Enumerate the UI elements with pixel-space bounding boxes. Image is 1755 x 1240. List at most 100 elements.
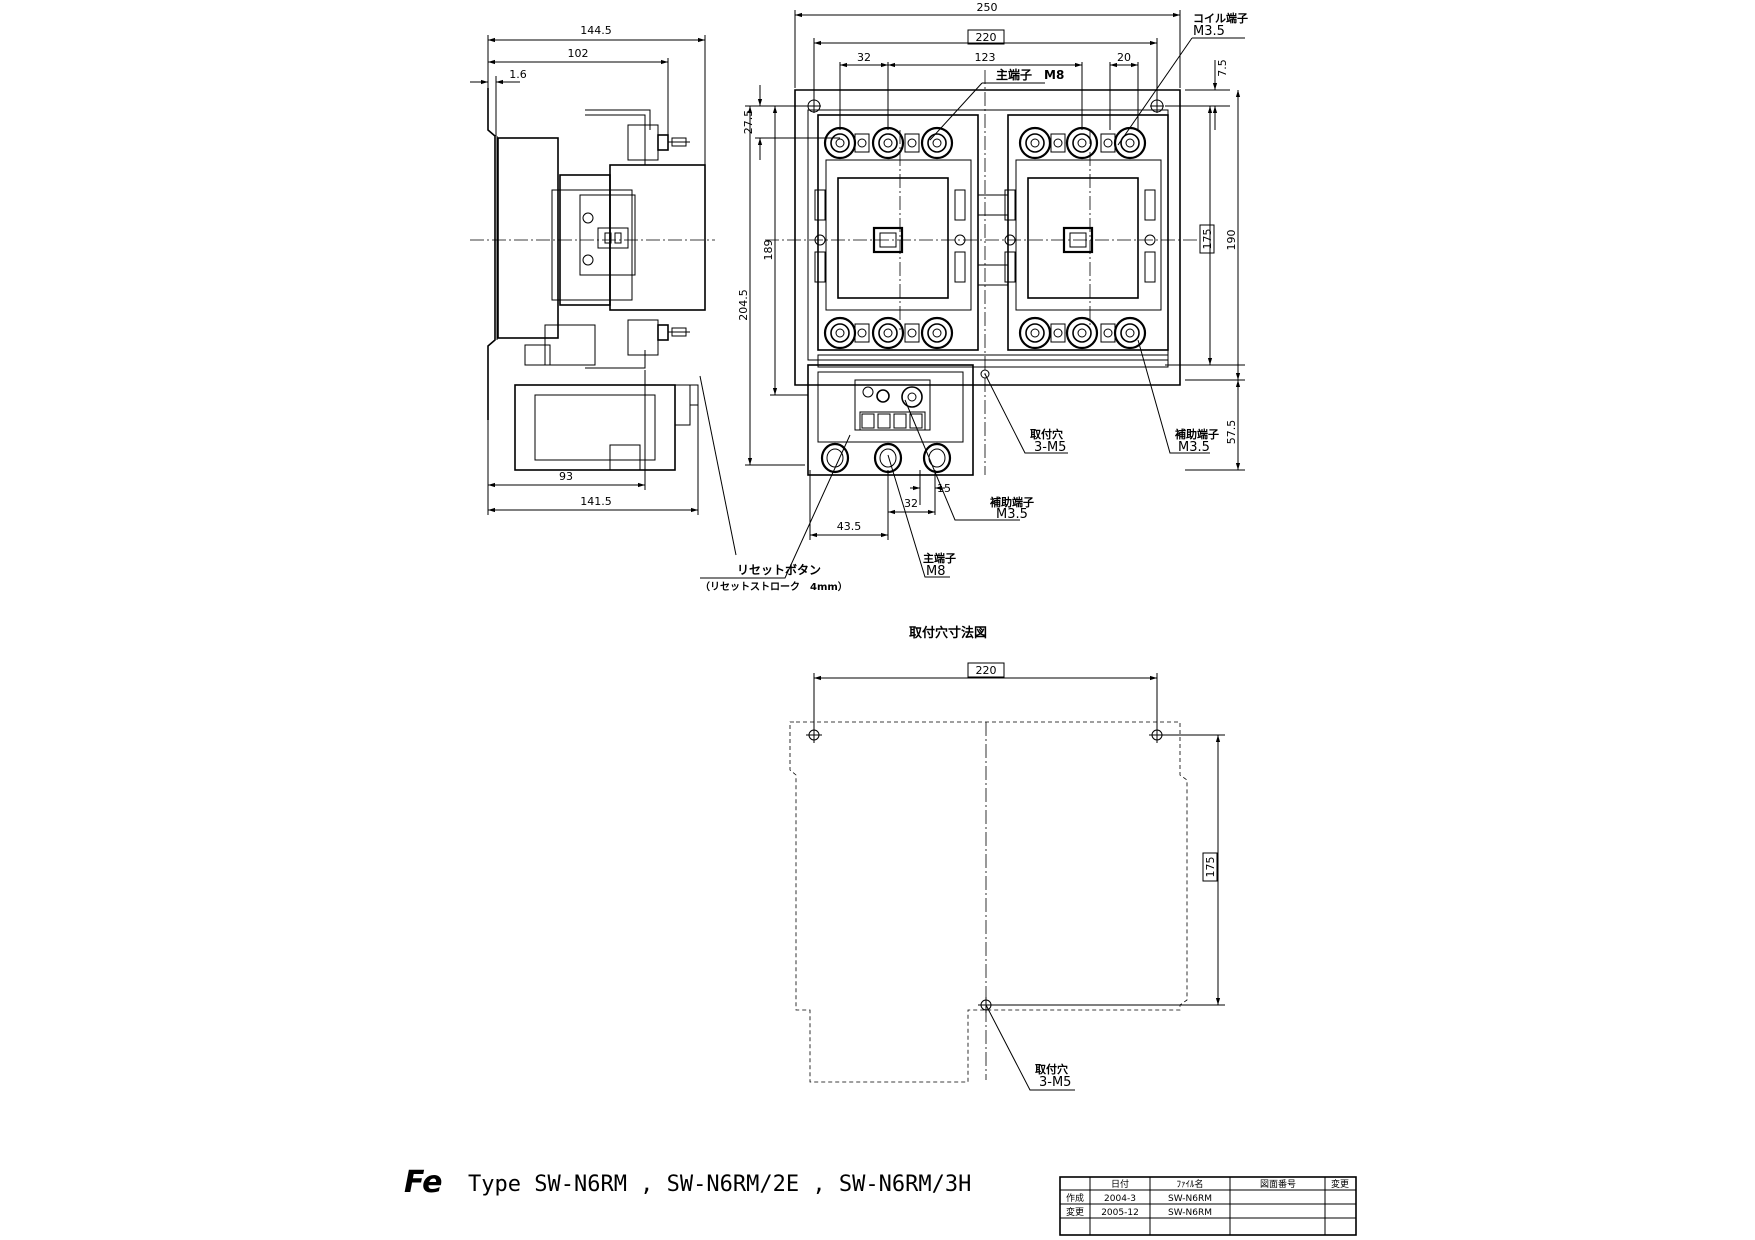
main-terminal-screw bbox=[1113, 316, 1147, 350]
mount-hole-label: 取付穴 bbox=[1035, 1062, 1068, 1076]
aux-terminal-screw bbox=[907, 138, 917, 148]
front-view bbox=[765, 70, 1200, 476]
relay-output-terminal bbox=[873, 442, 903, 474]
dim-204-5: 204.5 bbox=[737, 289, 750, 321]
dim-20: 20 bbox=[1117, 51, 1131, 64]
main-terminals bbox=[820, 126, 1147, 474]
main-terminal-screw bbox=[1065, 126, 1099, 160]
reset-button-label: リセットボタン bbox=[737, 562, 821, 577]
dim-250: 250 bbox=[977, 1, 998, 14]
reset-stroke-label: （リセットストローク 4mm） bbox=[700, 580, 848, 593]
main-terminal-screw-center bbox=[1030, 138, 1040, 148]
main-terminal-screw-inner bbox=[927, 323, 947, 343]
main-terminal-screw-inner bbox=[927, 133, 947, 153]
main-terminal-label-top: 主端子 M8 bbox=[996, 67, 1064, 82]
dim-57-5: 57.5 bbox=[1225, 420, 1238, 445]
dim-32-bottom: 32 bbox=[904, 497, 918, 510]
dim-220: 220 bbox=[976, 31, 997, 44]
side-view-dimensions: 144.5 102 1.6 93 141.5 bbox=[509, 24, 612, 508]
mounting-view-labels: 取付穴 3-M5 bbox=[1035, 1062, 1071, 1090]
mounting-hole-label: 取付穴 bbox=[1030, 427, 1063, 441]
main-terminal-screw-center bbox=[1077, 328, 1087, 338]
title-block-header: 図面番号 bbox=[1260, 1178, 1296, 1190]
main-terminal-screw bbox=[823, 316, 857, 350]
mounting-hole-size: 3-M5 bbox=[1034, 440, 1066, 455]
main-terminal-screw-center bbox=[932, 138, 942, 148]
coil-terminal-label: コイル端子 bbox=[1193, 11, 1248, 25]
main-terminal-screw-inner bbox=[1072, 323, 1092, 343]
main-terminal-screw bbox=[871, 126, 905, 160]
main-terminal-screw-inner bbox=[1025, 133, 1045, 153]
title-block bbox=[1059, 1176, 1357, 1236]
mounting-view-title: 取付穴寸法図 bbox=[909, 625, 987, 641]
main-terminal-screw bbox=[823, 126, 857, 160]
relay-aux-terminal bbox=[877, 413, 891, 429]
aux-terminal bbox=[854, 323, 870, 343]
main-terminal-screw-center bbox=[835, 328, 845, 338]
main-terminal-screw-center bbox=[932, 328, 942, 338]
aux-terminal-size-bottom: M3.5 bbox=[996, 507, 1028, 522]
title-block-header: ﾌｧｲﾙ名 bbox=[1176, 1178, 1203, 1190]
side-view bbox=[470, 35, 715, 515]
front-view-labels: コイル端子 M3.5 主端子 M8 取付穴 3-M5 補助端子 M3.5 補助端… bbox=[700, 11, 1248, 593]
footer: Fe Type SW-N6RM , SW-N6RM/2E , SW-N6RM/3… bbox=[404, 1165, 971, 1200]
title-block-cell: SW-N6RM bbox=[1168, 1208, 1212, 1218]
title-block-header: 日付 bbox=[1111, 1179, 1129, 1190]
relay-output-terminal-inner bbox=[879, 448, 897, 468]
main-terminal-screw-inner bbox=[830, 323, 850, 343]
aux-terminal bbox=[1050, 323, 1066, 343]
title-block-cell: 2004-3 bbox=[1104, 1194, 1136, 1204]
main-terminal-screw bbox=[1065, 316, 1099, 350]
dim-123: 123 bbox=[975, 51, 996, 64]
main-terminal-screw-inner bbox=[830, 133, 850, 153]
aux-terminal-label-right: 補助端子 bbox=[1174, 427, 1219, 441]
main-terminal-screw-inner bbox=[1025, 323, 1045, 343]
main-terminal-screw-inner bbox=[1120, 133, 1140, 153]
main-terminal-screw-center bbox=[1125, 328, 1135, 338]
dim-93: 93 bbox=[559, 470, 573, 483]
dim-189: 189 bbox=[762, 240, 775, 261]
aux-terminal-screw bbox=[1053, 328, 1063, 338]
dim-15: 15 bbox=[937, 482, 951, 495]
mount-hole-size: 3-M5 bbox=[1039, 1075, 1071, 1090]
dim-27-5: 27.5 bbox=[742, 110, 755, 135]
main-terminal-screw-inner bbox=[1072, 133, 1092, 153]
relay-output-terminal-inner bbox=[826, 448, 844, 468]
aux-terminal-screw bbox=[857, 328, 867, 338]
relay-output-terminal bbox=[922, 442, 952, 474]
main-terminal-screw-inner bbox=[878, 323, 898, 343]
title-block-cell: 2005-12 bbox=[1101, 1208, 1139, 1218]
dim-32: 32 bbox=[857, 51, 871, 64]
dim-1-6: 1.6 bbox=[509, 68, 527, 81]
main-terminal-screw-center bbox=[1030, 328, 1040, 338]
main-terminal-screw-center bbox=[883, 328, 893, 338]
mounting-view: 取付穴寸法図 bbox=[789, 625, 1225, 1091]
aux-terminal bbox=[904, 323, 920, 343]
main-terminal-screw bbox=[1018, 316, 1052, 350]
main-terminal-screw bbox=[920, 316, 954, 350]
relay-aux-terminal bbox=[861, 413, 875, 429]
main-terminal-size-bottom: M8 bbox=[926, 564, 946, 579]
relay-aux-terminal bbox=[893, 413, 907, 429]
aux-terminal-screw bbox=[1103, 138, 1113, 148]
main-terminal-screw-center bbox=[1077, 138, 1087, 148]
title-block-header: 変更 bbox=[1331, 1178, 1349, 1190]
main-terminal-screw-center bbox=[1125, 138, 1135, 148]
aux-terminal-size-right: M3.5 bbox=[1178, 440, 1210, 455]
main-terminal-screw-center bbox=[883, 138, 893, 148]
title-block-cell: 作成 bbox=[1066, 1192, 1084, 1204]
relay-output-terminal bbox=[820, 442, 850, 474]
main-terminal-screw bbox=[1018, 126, 1052, 160]
dim-190: 190 bbox=[1225, 230, 1238, 251]
aux-terminal bbox=[1050, 133, 1066, 153]
title-block-cell: 変更 bbox=[1066, 1206, 1084, 1218]
aux-terminal bbox=[1100, 323, 1116, 343]
aux-terminal-screw bbox=[857, 138, 867, 148]
aux-terminal-label-bottom: 補助端子 bbox=[989, 495, 1034, 509]
main-terminal-screw-inner bbox=[878, 133, 898, 153]
main-terminal-screw bbox=[871, 316, 905, 350]
aux-terminal-screw bbox=[907, 328, 917, 338]
aux-terminal bbox=[854, 133, 870, 153]
dim-102: 102 bbox=[568, 47, 589, 60]
